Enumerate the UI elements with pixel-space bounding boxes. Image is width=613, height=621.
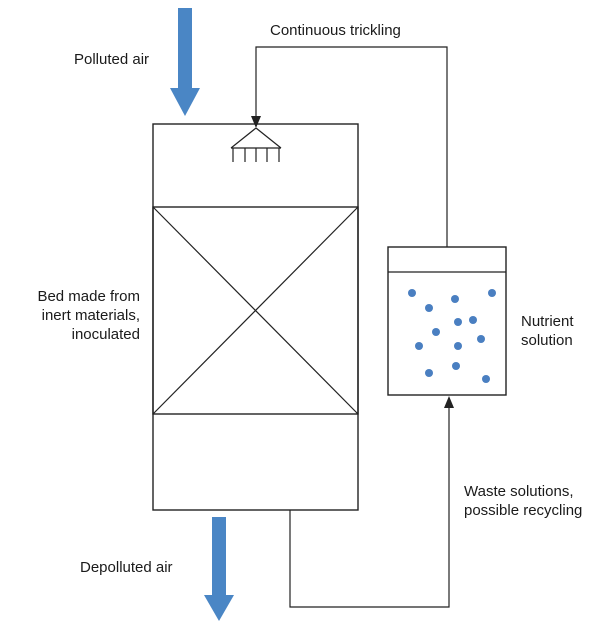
nutrient-dot [408, 289, 416, 297]
nutrient-tank [387, 246, 507, 396]
depolluted-air-arrow [204, 517, 234, 621]
polluted-air-label: Polluted air [74, 51, 150, 68]
sprinkler-nozzle [230, 127, 282, 162]
nutrient-dot [488, 289, 496, 297]
nutrient-dots [408, 289, 496, 383]
nutrient-dot [482, 375, 490, 383]
nutrient-dot [469, 316, 477, 324]
nutrient-dot [432, 328, 440, 336]
waste-label-line-2: possible recycling [464, 502, 583, 519]
nutrient-dot [425, 369, 433, 377]
continuous-trickling-label: Continuous trickling [270, 22, 401, 39]
trickling-recirculation-line [255, 46, 448, 247]
bed-label-line-2: inert materials, [41, 307, 140, 324]
polluted-air-arrow [170, 8, 200, 116]
nutrient-dot [452, 362, 460, 370]
waste-recycling-line [289, 407, 450, 608]
packed-bed [152, 206, 359, 415]
nutrient-solution-label: Nutrient solution [521, 312, 574, 350]
nutrient-dot [477, 335, 485, 343]
waste-solutions-label: Waste solutions, possible recycling [464, 482, 582, 520]
nutrient-dot [451, 295, 459, 303]
nutrient-label-line-2: solution [521, 332, 573, 349]
nutrient-dot [425, 304, 433, 312]
waste-label-line-1: Waste solutions, [464, 483, 574, 500]
bed-label-line-3: inoculated [71, 326, 140, 343]
waste-arrowhead [444, 396, 454, 408]
nutrient-dot [454, 342, 462, 350]
nutrient-dot [454, 318, 462, 326]
bed-label-line-1: Bed made from [37, 288, 140, 305]
nutrient-label-line-1: Nutrient [521, 313, 574, 330]
depolluted-air-label: Depolluted air [80, 559, 173, 576]
bed-label: Bed made from inert materials, inoculate… [6, 287, 140, 344]
reactor-column [152, 123, 359, 511]
trickling-arrowhead [251, 116, 261, 128]
nutrient-dot [415, 342, 423, 350]
